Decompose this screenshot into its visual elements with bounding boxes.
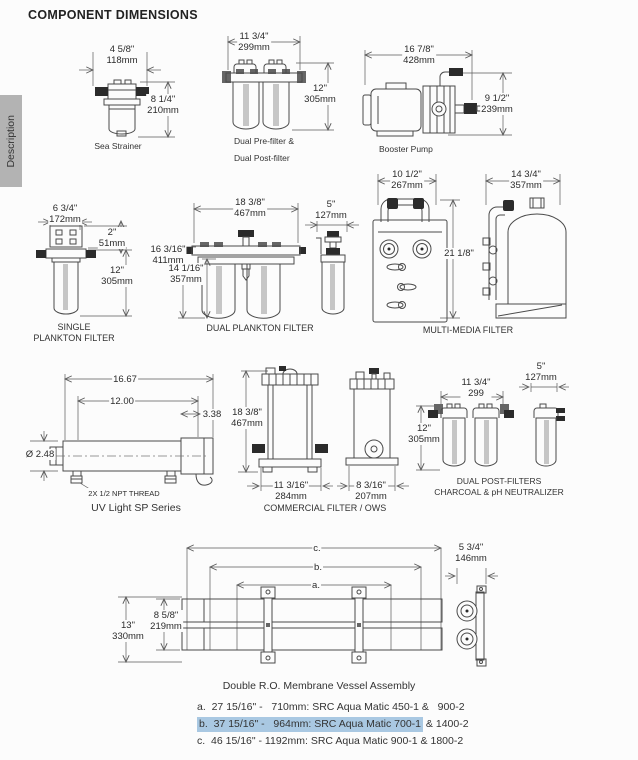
single-plankton-bracket-dim: 2"51mm (97, 227, 127, 249)
uv-overall-dim: 16.67 (112, 374, 138, 385)
dual-plankton-width-dim: 18 3/8"467mm (233, 197, 267, 219)
uv-light-drawing (30, 374, 213, 492)
ro-dim-b: b. (313, 562, 323, 573)
sidebar-tab-description[interactable]: Description (0, 95, 22, 187)
commercial-filter-drawing (238, 366, 409, 491)
ro-tube-dim: 8 5/8"219mm (149, 610, 183, 632)
dual-prefilter-height-dim: 12"305mm (303, 83, 337, 105)
dual-plankton-height2-dim: 14 1/16"357mm (167, 263, 205, 285)
uv-thread-note: 2X 1/2 NPT THREAD (87, 488, 161, 499)
ro-option-c: c. 46 15/16" - 1192mm: SRC Aqua Matic 90… (197, 735, 464, 747)
dual-post-width-dim: 11 3/4"299 (460, 377, 492, 399)
multi-media-depth-dim: 14 3/4"357mm (509, 169, 543, 191)
dual-plankton-height1-dim: 16 3/16"411mm (149, 244, 187, 266)
dual-post-filters-drawing (416, 380, 569, 470)
dual-post-height-dim: 12"305mm (407, 423, 441, 445)
single-plankton-height-dim: 12"305mm (100, 265, 134, 287)
single-plankton-caption: SINGLE PLANKTON FILTER (33, 322, 115, 343)
commercial-width1-dim: 11 3/16"284mm (272, 480, 310, 502)
ro-option-b-highlight: b. 37 15/16" - 964mm: SRC Aqua Matic 700… (197, 717, 424, 732)
ro-option-a: a. 27 15/16" - 710mm: SRC Aqua Matic 450… (197, 701, 465, 713)
dual-prefilter-caption-1: Dual Pre-filter & (234, 136, 294, 146)
booster-pump-height-dim: 9 1/2"239mm (480, 93, 514, 115)
dual-plankton-drawing (178, 203, 359, 318)
page-title: COMPONENT DIMENSIONS (28, 8, 198, 22)
sea-strainer-height-dim: 8 1/4"210mm (146, 94, 180, 116)
multi-media-height-dim: 21 1/8" (443, 248, 475, 259)
dual-post-caption: DUAL POST-FILTERS CHARCOAL & pH NEUTRALI… (434, 476, 564, 497)
ro-caption: Double R.O. Membrane Vessel Assembly (222, 680, 416, 692)
commercial-caption: COMMERCIAL FILTER / OWS (263, 503, 387, 513)
booster-pump-drawing (362, 50, 512, 137)
ro-end-dim: 5 3/4"146mm (454, 542, 488, 564)
dual-post-depth-dim: 5"127mm (524, 361, 558, 383)
multi-media-caption: MULTI-MEDIA FILTER (422, 325, 514, 335)
uv-caption: UV Light SP Series (91, 502, 181, 514)
dual-prefilter-width-dim: 11 3/4"299mm (237, 31, 271, 53)
ro-assembly-drawing (118, 548, 498, 667)
ro-height-dim: 13"330mm (111, 620, 145, 642)
sea-strainer-caption: Sea Strainer (94, 141, 142, 151)
ro-dim-a: a. (311, 580, 321, 591)
uv-endbox-dim: 3.38 (201, 409, 223, 420)
dual-plankton-depth-dim: 5"127mm (314, 199, 348, 221)
ro-dim-c: c. (312, 543, 322, 554)
booster-pump-caption: Booster Pump (379, 144, 433, 154)
multi-media-width-dim: 10 1/2"267mm (390, 169, 424, 191)
ro-option-b: b. 37 15/16" - 964mm: SRC Aqua Matic 700… (197, 717, 469, 732)
uv-lamp-dim: 12.00 (109, 396, 135, 407)
commercial-height-dim: 18 3/8"467mm (230, 407, 264, 429)
uv-diameter-dim: Ø 2.48 (24, 449, 56, 460)
booster-pump-width-dim: 16 7/8"428mm (402, 44, 436, 66)
multi-media-drawing (372, 174, 567, 323)
sea-strainer-drawing (79, 52, 175, 137)
commercial-width2-dim: 8 3/16"207mm (354, 480, 388, 502)
single-plankton-width-dim: 6 3/4"172mm (48, 203, 82, 225)
sea-strainer-width-dim: 4 5/8"118mm (105, 44, 139, 66)
dual-plankton-caption: DUAL PLANKTON FILTER (206, 323, 314, 333)
dual-prefilter-caption-2: Dual Post-filter (234, 153, 290, 163)
